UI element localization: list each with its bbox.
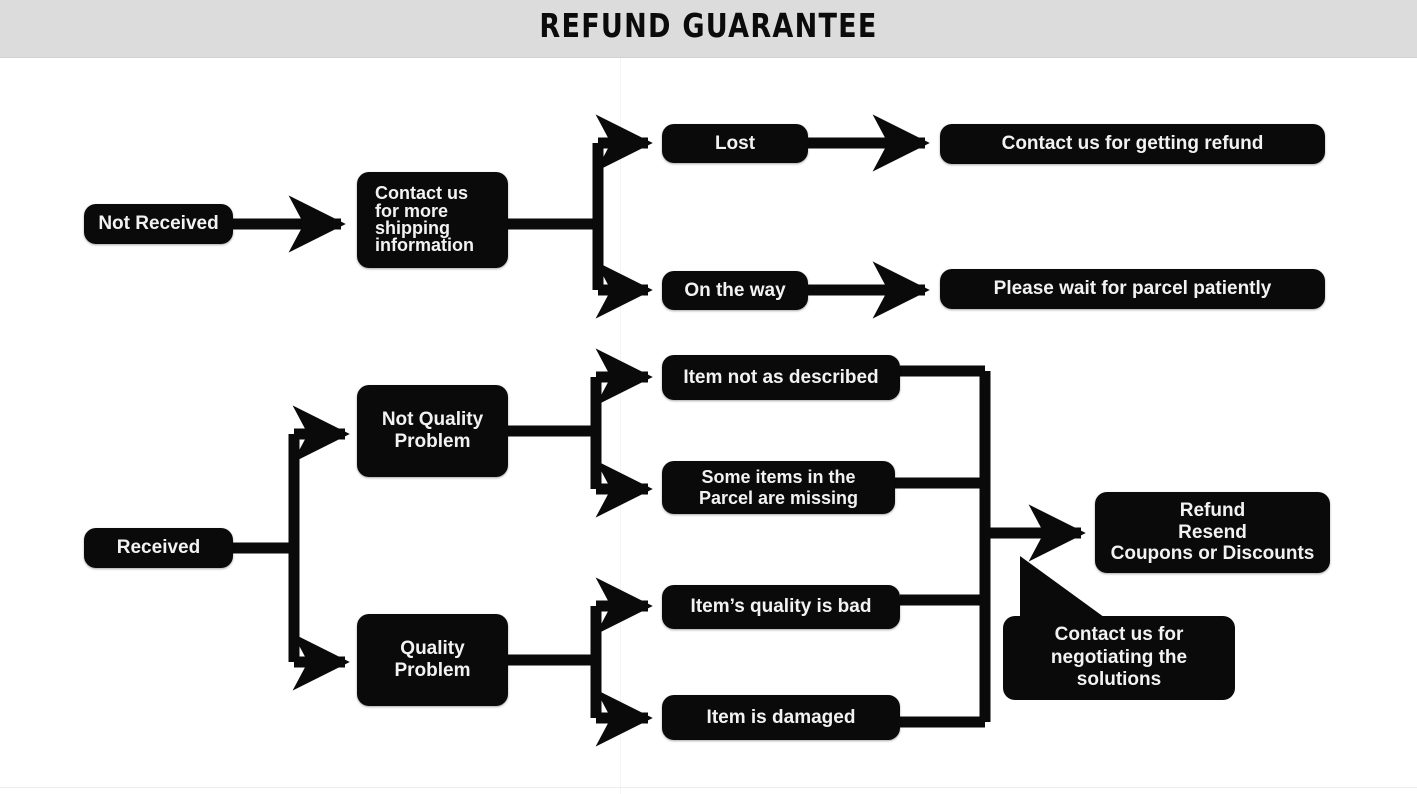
callout-line-1: Contact us for xyxy=(1054,623,1184,645)
page-seam xyxy=(620,58,621,794)
node-received[interactable]: Received xyxy=(84,528,233,568)
items-missing-line-1: Some items in the xyxy=(701,466,856,487)
node-contact-shipping-info[interactable]: Contact us for more shipping information xyxy=(357,172,508,268)
node-item-quality-is-bad[interactable]: Item’s quality is bad xyxy=(662,585,900,629)
shipping-info-line-3: shipping xyxy=(375,218,450,238)
node-lost[interactable]: Lost xyxy=(662,124,808,163)
node-item-not-as-described[interactable]: Item not as described xyxy=(662,355,900,400)
node-contact-for-negotiating[interactable]: Contact us for negotiating the solutions xyxy=(1003,616,1235,700)
page-bottom-rule xyxy=(0,787,1417,788)
header-bar: REFUND GUARANTEE xyxy=(0,0,1417,58)
quality-line-2: Problem xyxy=(394,660,471,681)
items-missing-line-2: Parcel are missing xyxy=(698,487,859,508)
node-some-items-missing[interactable]: Some items in the Parcel are missing xyxy=(662,461,895,514)
resolution-line-3: Coupons or Discounts xyxy=(1110,543,1315,565)
resolution-line-2: Resend xyxy=(1178,521,1247,543)
shipping-info-line-2: for more xyxy=(375,200,449,221)
callout-line-3: solutions xyxy=(1076,669,1162,691)
not-quality-line-1: Not Quality xyxy=(381,409,484,431)
node-quality-problem[interactable]: Quality Problem xyxy=(357,614,508,706)
quality-line-1: Quality xyxy=(400,638,465,660)
resolution-line-1: Refund xyxy=(1179,500,1246,522)
node-on-the-way[interactable]: On the way xyxy=(662,271,808,310)
page-title: REFUND GUARANTEE xyxy=(539,6,878,45)
node-not-quality-problem[interactable]: Not Quality Problem xyxy=(357,385,508,477)
node-item-is-damaged[interactable]: Item is damaged xyxy=(662,695,900,740)
node-please-wait-parcel[interactable]: Please wait for parcel patiently xyxy=(940,269,1325,309)
callout-tail-icon xyxy=(1020,556,1108,620)
node-resolution-options[interactable]: Refund Resend Coupons or Discounts xyxy=(1095,492,1330,573)
callout-line-2: negotiating the xyxy=(1050,646,1188,668)
node-contact-for-refund[interactable]: Contact us for getting refund xyxy=(940,124,1325,164)
shipping-info-line-4: information xyxy=(375,235,474,256)
node-not-received[interactable]: Not Received xyxy=(84,204,233,244)
shipping-info-line-1: Contact us xyxy=(375,183,469,204)
not-quality-line-2: Problem xyxy=(394,431,471,452)
